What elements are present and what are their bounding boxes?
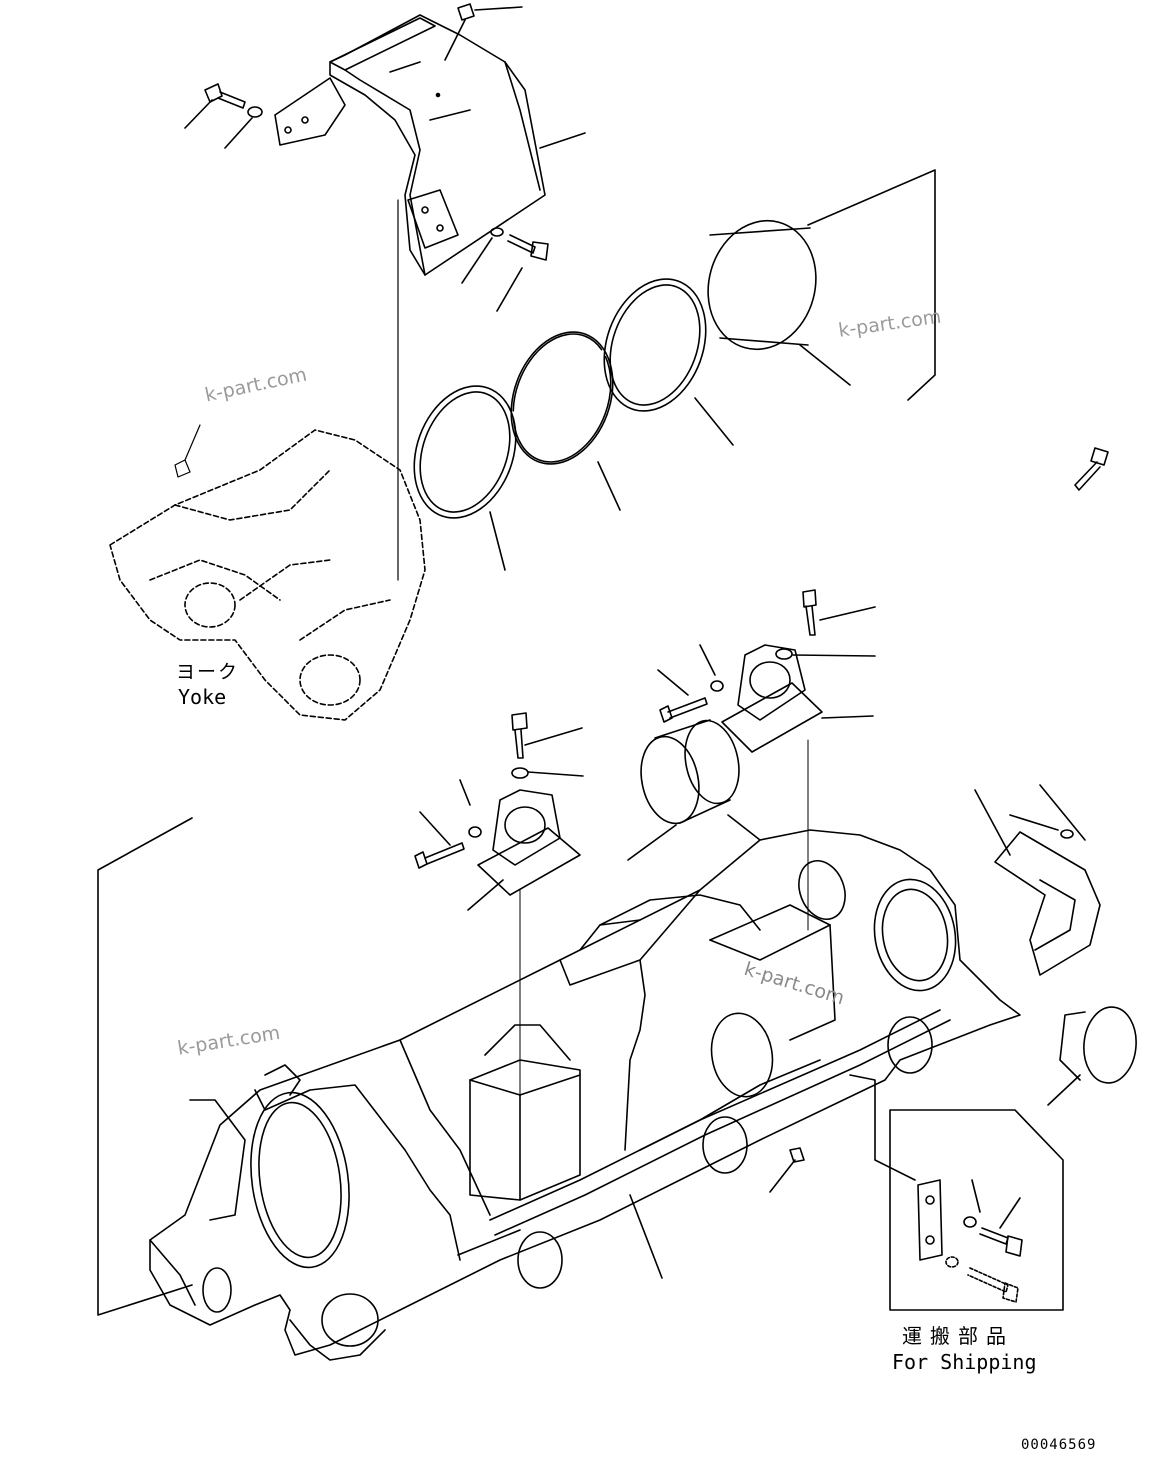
yoke-label-jp: ヨーク <box>176 661 240 683</box>
bushing-right <box>1047 1006 1137 1106</box>
frame-leaders <box>97 817 916 1316</box>
yoke-leaders <box>174 199 399 581</box>
bushing-top <box>707 169 936 401</box>
bushing-mid <box>627 719 761 861</box>
cover-guard <box>274 14 546 276</box>
cover-bolts <box>184 3 586 312</box>
yoke-label-en: Yoke <box>178 685 227 709</box>
pillow-block-upper <box>657 589 876 931</box>
right-bracket <box>974 447 1109 976</box>
seal-rings <box>413 278 734 571</box>
drawing-code: 00046569 <box>1021 1437 1097 1453</box>
shipping-label-jp: 運搬部品 <box>902 1324 1014 1348</box>
yoke-outline <box>109 429 426 721</box>
pillow-block-lower <box>414 712 584 1106</box>
shipping-inset <box>889 1109 1064 1311</box>
main-frame <box>149 829 1021 1361</box>
shipping-label-en: For Shipping <box>892 1350 1037 1374</box>
